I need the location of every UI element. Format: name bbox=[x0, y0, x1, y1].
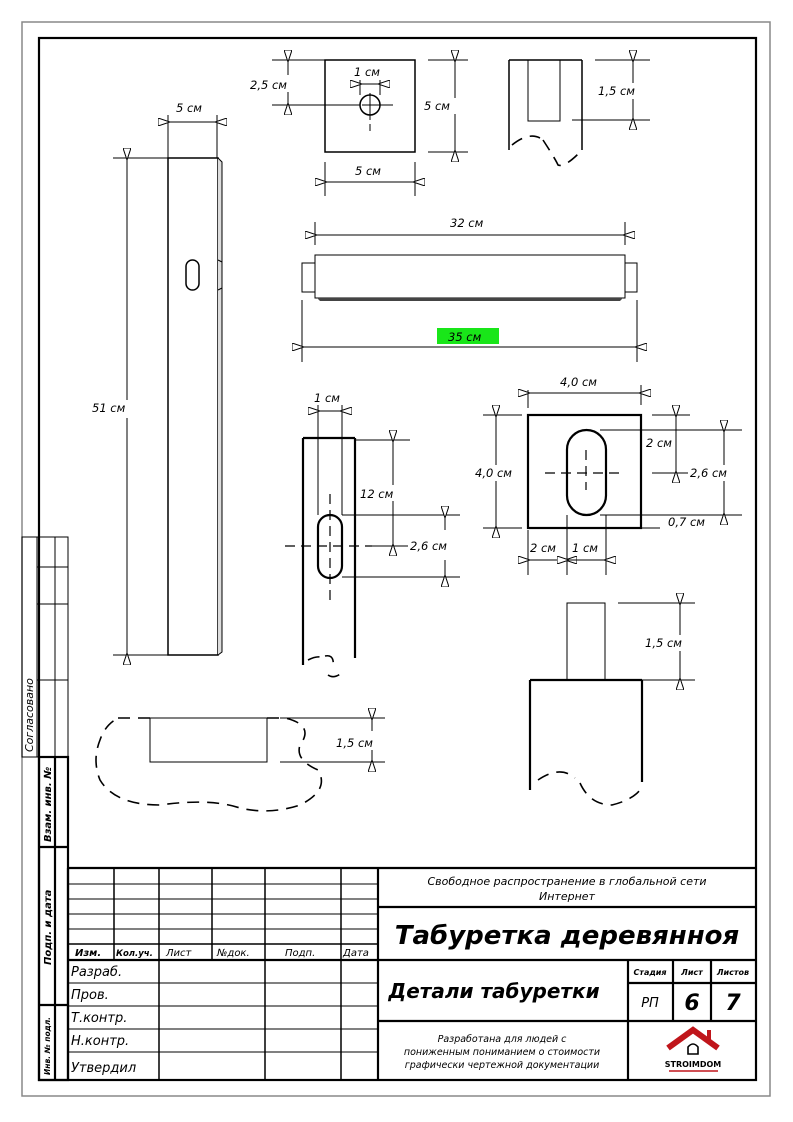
header-count: Кол.уч. bbox=[116, 949, 153, 959]
dim-top-height: 5 см bbox=[424, 99, 450, 113]
leg-front-view: 51 см 5 см bbox=[92, 101, 222, 655]
dim-section-slot-bottom: 0,7 см bbox=[668, 515, 705, 529]
role-norm-control: Н.контр. bbox=[71, 1034, 129, 1049]
dim-top-offset: 2,5 см bbox=[250, 78, 287, 92]
sign-date-label: Подп. и дата bbox=[43, 889, 54, 965]
sheets-total: 7 bbox=[725, 991, 741, 1016]
rail-tenon-view: 1,5 см bbox=[528, 603, 695, 806]
dim-highlight bbox=[437, 328, 499, 344]
dim-section-slot-length: 2,6 см bbox=[690, 466, 727, 480]
sheet-number: 6 bbox=[684, 991, 699, 1016]
title-block: Изм. Кол.уч. Лист №док. Подп. Дата Разра… bbox=[66, 866, 756, 1080]
dim-leg-length: 51 см bbox=[92, 401, 126, 415]
dim-section-slot-left: 2 см bbox=[530, 541, 556, 555]
dim-tenon-length: 1,5 см bbox=[645, 636, 682, 650]
header-sheet: Лист bbox=[165, 948, 193, 959]
role-checker: Пров. bbox=[71, 988, 109, 1003]
rail-section-view: 4,0 см 4,0 см 2 см 2,6 см 0,7 см 2 см 1 … bbox=[475, 375, 742, 575]
header-date: Дата bbox=[342, 948, 369, 959]
note-line3: графически чертежной документации bbox=[405, 1060, 600, 1071]
dim-section-width: 4,0 см bbox=[560, 375, 597, 389]
dim-rail-inner: 32 см bbox=[450, 216, 484, 230]
dim-slot-width: 1 см bbox=[314, 391, 340, 405]
sheet-label: Лист bbox=[680, 968, 704, 977]
leg-slot-view: 1 см 12 см 2,6 см bbox=[285, 391, 460, 678]
header-sign: Подп. bbox=[285, 948, 315, 959]
sheets-label: Листов bbox=[716, 968, 749, 977]
logo-text: STROIMDOM bbox=[665, 1060, 722, 1069]
dim-top-hole: 1 см bbox=[354, 65, 380, 79]
rail-view: 32 см 35 см bbox=[302, 216, 637, 362]
distribution-line2: Интернет bbox=[539, 890, 596, 903]
header-change: Изм. bbox=[75, 948, 101, 959]
dim-leg-width: 5 см bbox=[176, 101, 202, 115]
dim-bottom-tenon: 1,5 см bbox=[336, 736, 373, 750]
dim-top-width: 5 см bbox=[355, 164, 381, 178]
note-line1: Разработана для людей с bbox=[438, 1034, 568, 1045]
product-title: Табуретка деревянноя bbox=[395, 921, 739, 951]
header-doc: №док. bbox=[216, 948, 250, 959]
role-developer: Разраб. bbox=[71, 965, 122, 980]
dim-slot-offset: 12 см bbox=[360, 487, 394, 501]
dim-section-height: 4,0 см bbox=[475, 466, 512, 480]
dim-section-slot-top: 2 см bbox=[646, 436, 672, 450]
tenon-side-view: 1,5 см bbox=[508, 60, 650, 167]
drawing-frame bbox=[37, 36, 758, 1082]
inv-original-label: Инв. № подл. bbox=[43, 1017, 52, 1075]
sheet-title: Детали табуретки bbox=[387, 979, 599, 1003]
dim-tenon-depth: 1,5 см bbox=[598, 84, 635, 98]
note-line2: пониженным пониманием о стоимости bbox=[404, 1047, 600, 1058]
agreed-label: Согласовано bbox=[23, 678, 36, 752]
role-approved: Утвердил bbox=[71, 1061, 136, 1076]
distribution-line1: Свободное распространение в глобальной с… bbox=[427, 875, 706, 888]
dim-section-slot-width: 1 см bbox=[572, 541, 598, 555]
leg-top-view: 2,5 см 1 см 5 см 5 см bbox=[250, 60, 468, 196]
stroimdom-logo: STROIMDOM bbox=[665, 1026, 722, 1072]
inv-replace-label: Взам. инв. № bbox=[43, 767, 54, 842]
side-stamp: Согласовано Взам. инв. № Подп. и дата Ин… bbox=[21, 536, 70, 1082]
seat-detail-view: 1,5 см bbox=[95, 718, 385, 812]
stage-label: Стадия bbox=[633, 968, 666, 977]
dim-rail-total: 35 см bbox=[448, 330, 482, 344]
stage-value: РП bbox=[641, 996, 659, 1011]
role-tech-control: Т.контр. bbox=[71, 1011, 127, 1026]
dim-slot-length: 2,6 см bbox=[410, 539, 447, 553]
